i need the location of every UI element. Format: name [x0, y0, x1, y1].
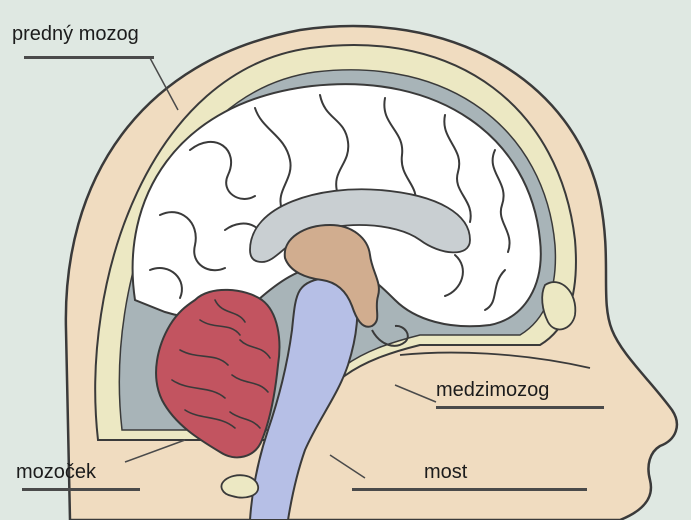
label-pons: most — [424, 462, 467, 482]
underline-diencephalon — [436, 406, 604, 409]
vertebra — [221, 475, 258, 497]
underline-pons — [352, 488, 587, 491]
label-forebrain: predný mozog — [12, 24, 139, 44]
underline-cerebellum — [22, 488, 140, 491]
label-cerebellum: mozoček — [16, 462, 96, 482]
label-diencephalon: medzimozog — [436, 380, 549, 400]
underline-forebrain — [24, 56, 154, 59]
